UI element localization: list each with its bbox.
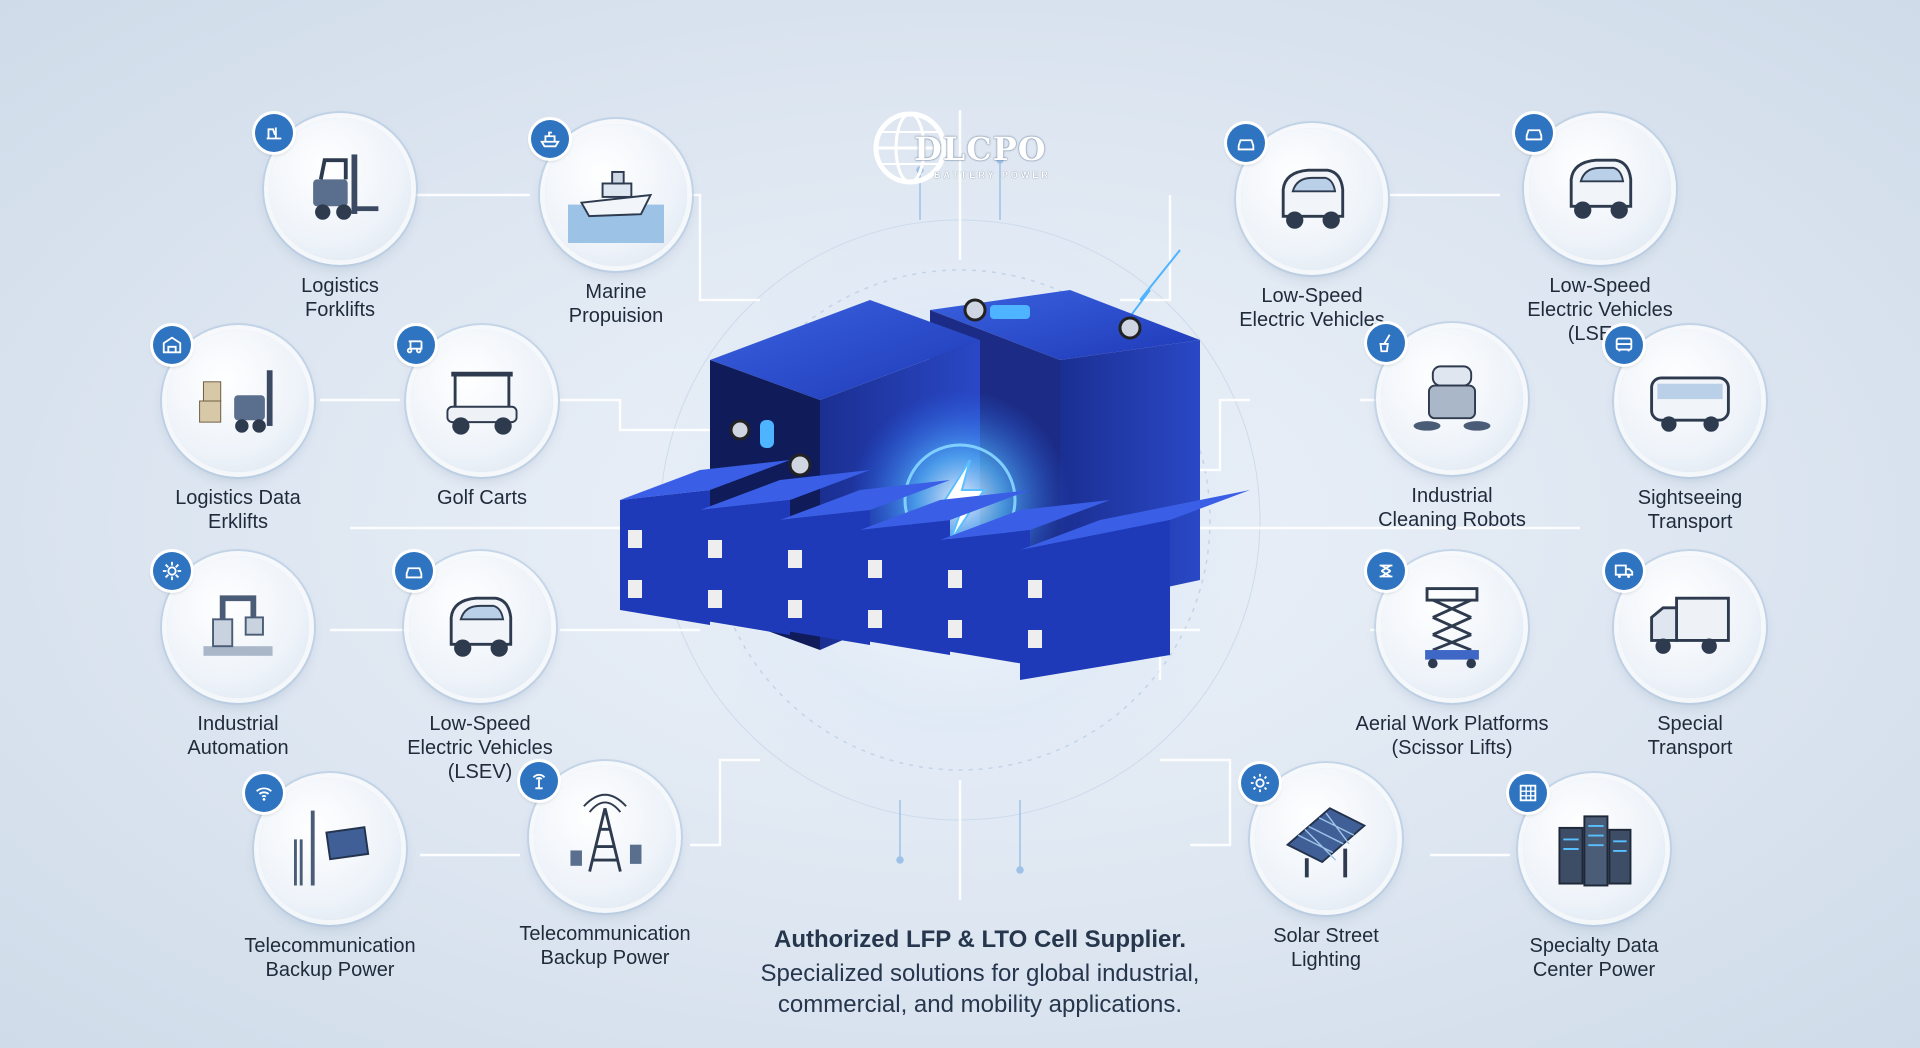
app-aerial-work-platforms: Aerial Work Platforms (Scissor Lifts) (1352, 552, 1552, 760)
grid-badge-icon (1509, 774, 1547, 812)
golf-cart-icon (446, 371, 518, 435)
bus-icon (1650, 376, 1730, 432)
globe-logo-icon (873, 111, 947, 185)
golf-cart-badge-icon (397, 326, 435, 364)
app-logistics-forklifts: Logistics Forklifts (240, 114, 440, 322)
app-label: Low-Speed Electric Vehicles (1239, 285, 1385, 331)
boat-icon (568, 171, 664, 243)
app-solar-street-lighting: Solar Street Lighting (1226, 764, 1426, 972)
app-label: Special Transport (1647, 713, 1733, 759)
sun-badge-icon (1241, 764, 1279, 802)
brand-logo-subtitle: BATTERY POWER (934, 170, 1051, 180)
gear-badge-icon (153, 552, 191, 590)
wifi-badge-icon (245, 774, 283, 812)
app-label: Solar Street Lighting (1273, 925, 1379, 971)
app-label: Aerial Work Platforms (Scissor Lifts) (1355, 713, 1549, 759)
battery-cells-illustration (620, 290, 1250, 680)
app-logistics-data-erklifts: Logistics Data Erklifts (138, 326, 338, 534)
app-telecom-backup-center: Telecommunication Backup Power (505, 762, 705, 970)
car-badge-icon (1515, 114, 1553, 152)
lift-badge-icon (1367, 552, 1405, 590)
warehouse-badge-icon (153, 326, 191, 364)
tagline-body: Specialized solutions for global industr… (760, 960, 1200, 1018)
app-label: Industrial Cleaning Robots (1378, 485, 1526, 531)
app-sightseeing-transport: Sightseeing Transport (1590, 326, 1790, 534)
cell-tower-icon (570, 793, 642, 872)
app-lsev-top-1: Low-Speed Electric Vehicles (1212, 124, 1412, 332)
tagline-headline: Authorized LFP & LTO Cell Supplier. (773, 926, 1187, 953)
app-telecom-backup-left: Telecommunication Backup Power (230, 774, 430, 982)
car-badge-icon (395, 552, 433, 590)
truck-badge-icon (1605, 552, 1643, 590)
truck-icon (1650, 596, 1730, 654)
bus-badge-icon (1605, 326, 1643, 364)
app-label: Industrial Automation (187, 713, 289, 759)
app-label: Specialty Data Center Power (1529, 935, 1659, 981)
brand-logo: DLCPO BATTERY POWER (870, 108, 1060, 188)
app-label: Telecommunication Backup Power (519, 923, 691, 969)
tagline: Authorized LFP & LTO Cell Supplier. Spec… (700, 926, 1260, 1020)
ev-car-icon (1569, 158, 1633, 219)
app-label: Marine Propuision (568, 281, 664, 327)
app-lsev-left: Low-Speed Electric Vehicles (LSEV) (380, 552, 580, 784)
forklift-icon (313, 154, 379, 220)
cleaning-robot-icon (1413, 365, 1491, 431)
app-industrial-automation: Industrial Automation (138, 552, 338, 760)
app-label: Logistics Data Erklifts (175, 487, 301, 533)
server-rack-icon (1558, 815, 1632, 887)
forklift-badge-icon (255, 114, 293, 152)
app-specialty-data-center: Specialty Data Center Power (1494, 774, 1694, 982)
solar-pole-icon (294, 810, 370, 886)
app-label: Golf Carts (436, 487, 528, 509)
car-badge-icon (1227, 124, 1265, 162)
app-special-transport: Special Transport (1590, 552, 1790, 760)
app-label: Logistics Forklifts (301, 275, 379, 321)
scissor-lift-icon (1425, 587, 1479, 669)
ship-badge-icon (531, 120, 569, 158)
app-label: Telecommunication Backup Power (244, 935, 416, 981)
antenna-badge-icon (520, 762, 558, 800)
broom-badge-icon (1367, 324, 1405, 362)
app-industrial-cleaning-robots: Industrial Cleaning Robots (1352, 324, 1552, 532)
app-marine-propulsion: Marine Propuision (516, 120, 716, 328)
ev-car-icon (449, 596, 513, 657)
robotic-arm-icon (203, 595, 273, 656)
app-lsev-top-2: Low-Speed Electric Vehicles (LSEV) (1500, 114, 1700, 346)
app-label: Sightseeing Transport (1637, 487, 1743, 533)
ev-car-icon (1281, 168, 1345, 229)
app-label: Low-Speed Electric Vehicles (LSEV) (407, 713, 553, 783)
brand-logo-text: DLCPO (914, 130, 1047, 168)
app-golf-carts: Golf Carts (382, 326, 582, 510)
solar-panel-icon (1285, 807, 1367, 878)
forklift-pallet-icon (199, 370, 273, 433)
